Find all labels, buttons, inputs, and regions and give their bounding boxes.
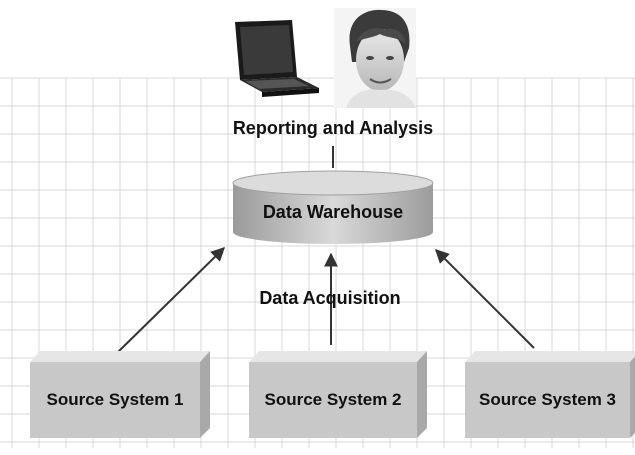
data-acquisition-label: Data Acquisition: [259, 288, 401, 308]
reporting-and-analysis-label: Reporting and Analysis: [232, 118, 434, 138]
source-system-1-label: Source System 1: [46, 390, 184, 409]
source-system-3-box: [465, 351, 635, 438]
person-photo: [334, 8, 416, 108]
source-system-1-box: [30, 351, 210, 438]
source-system-3-label: Source System 3: [478, 390, 616, 409]
laptop-icon: [235, 20, 319, 97]
data-warehouse-cylinder: [232, 170, 434, 244]
source-system-2-box: [249, 351, 427, 438]
arrow-source3-to-warehouse: [435, 249, 535, 349]
data-warehouse-label: Data Warehouse: [262, 202, 404, 222]
source-system-2-label: Source System 2: [264, 390, 402, 409]
arrow-source1-to-warehouse: [117, 247, 225, 353]
